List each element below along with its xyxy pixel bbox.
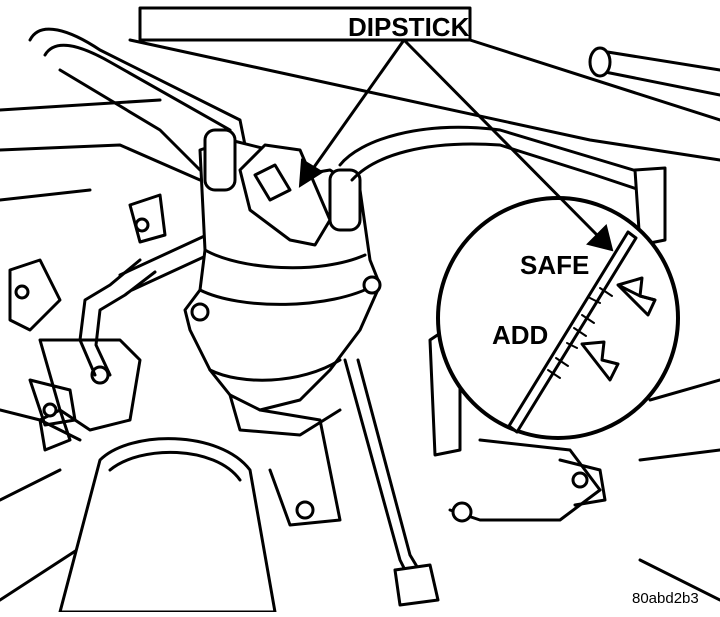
hollow-arrow-icon: [580, 340, 620, 382]
arrow-icon: [298, 39, 406, 188]
dipstick-blade: [507, 230, 638, 434]
safe-label: SAFE: [520, 250, 589, 280]
add-label: ADD: [492, 320, 548, 350]
engine-block-drawing: [0, 6, 720, 614]
hollow-arrow-icon: [616, 276, 657, 317]
dipstick-detail-circle: [436, 196, 680, 440]
figure-code: 80abd2b3: [632, 590, 699, 607]
dipstick-label: DIPSTICK: [348, 12, 470, 42]
arrow-icon: [402, 38, 614, 252]
